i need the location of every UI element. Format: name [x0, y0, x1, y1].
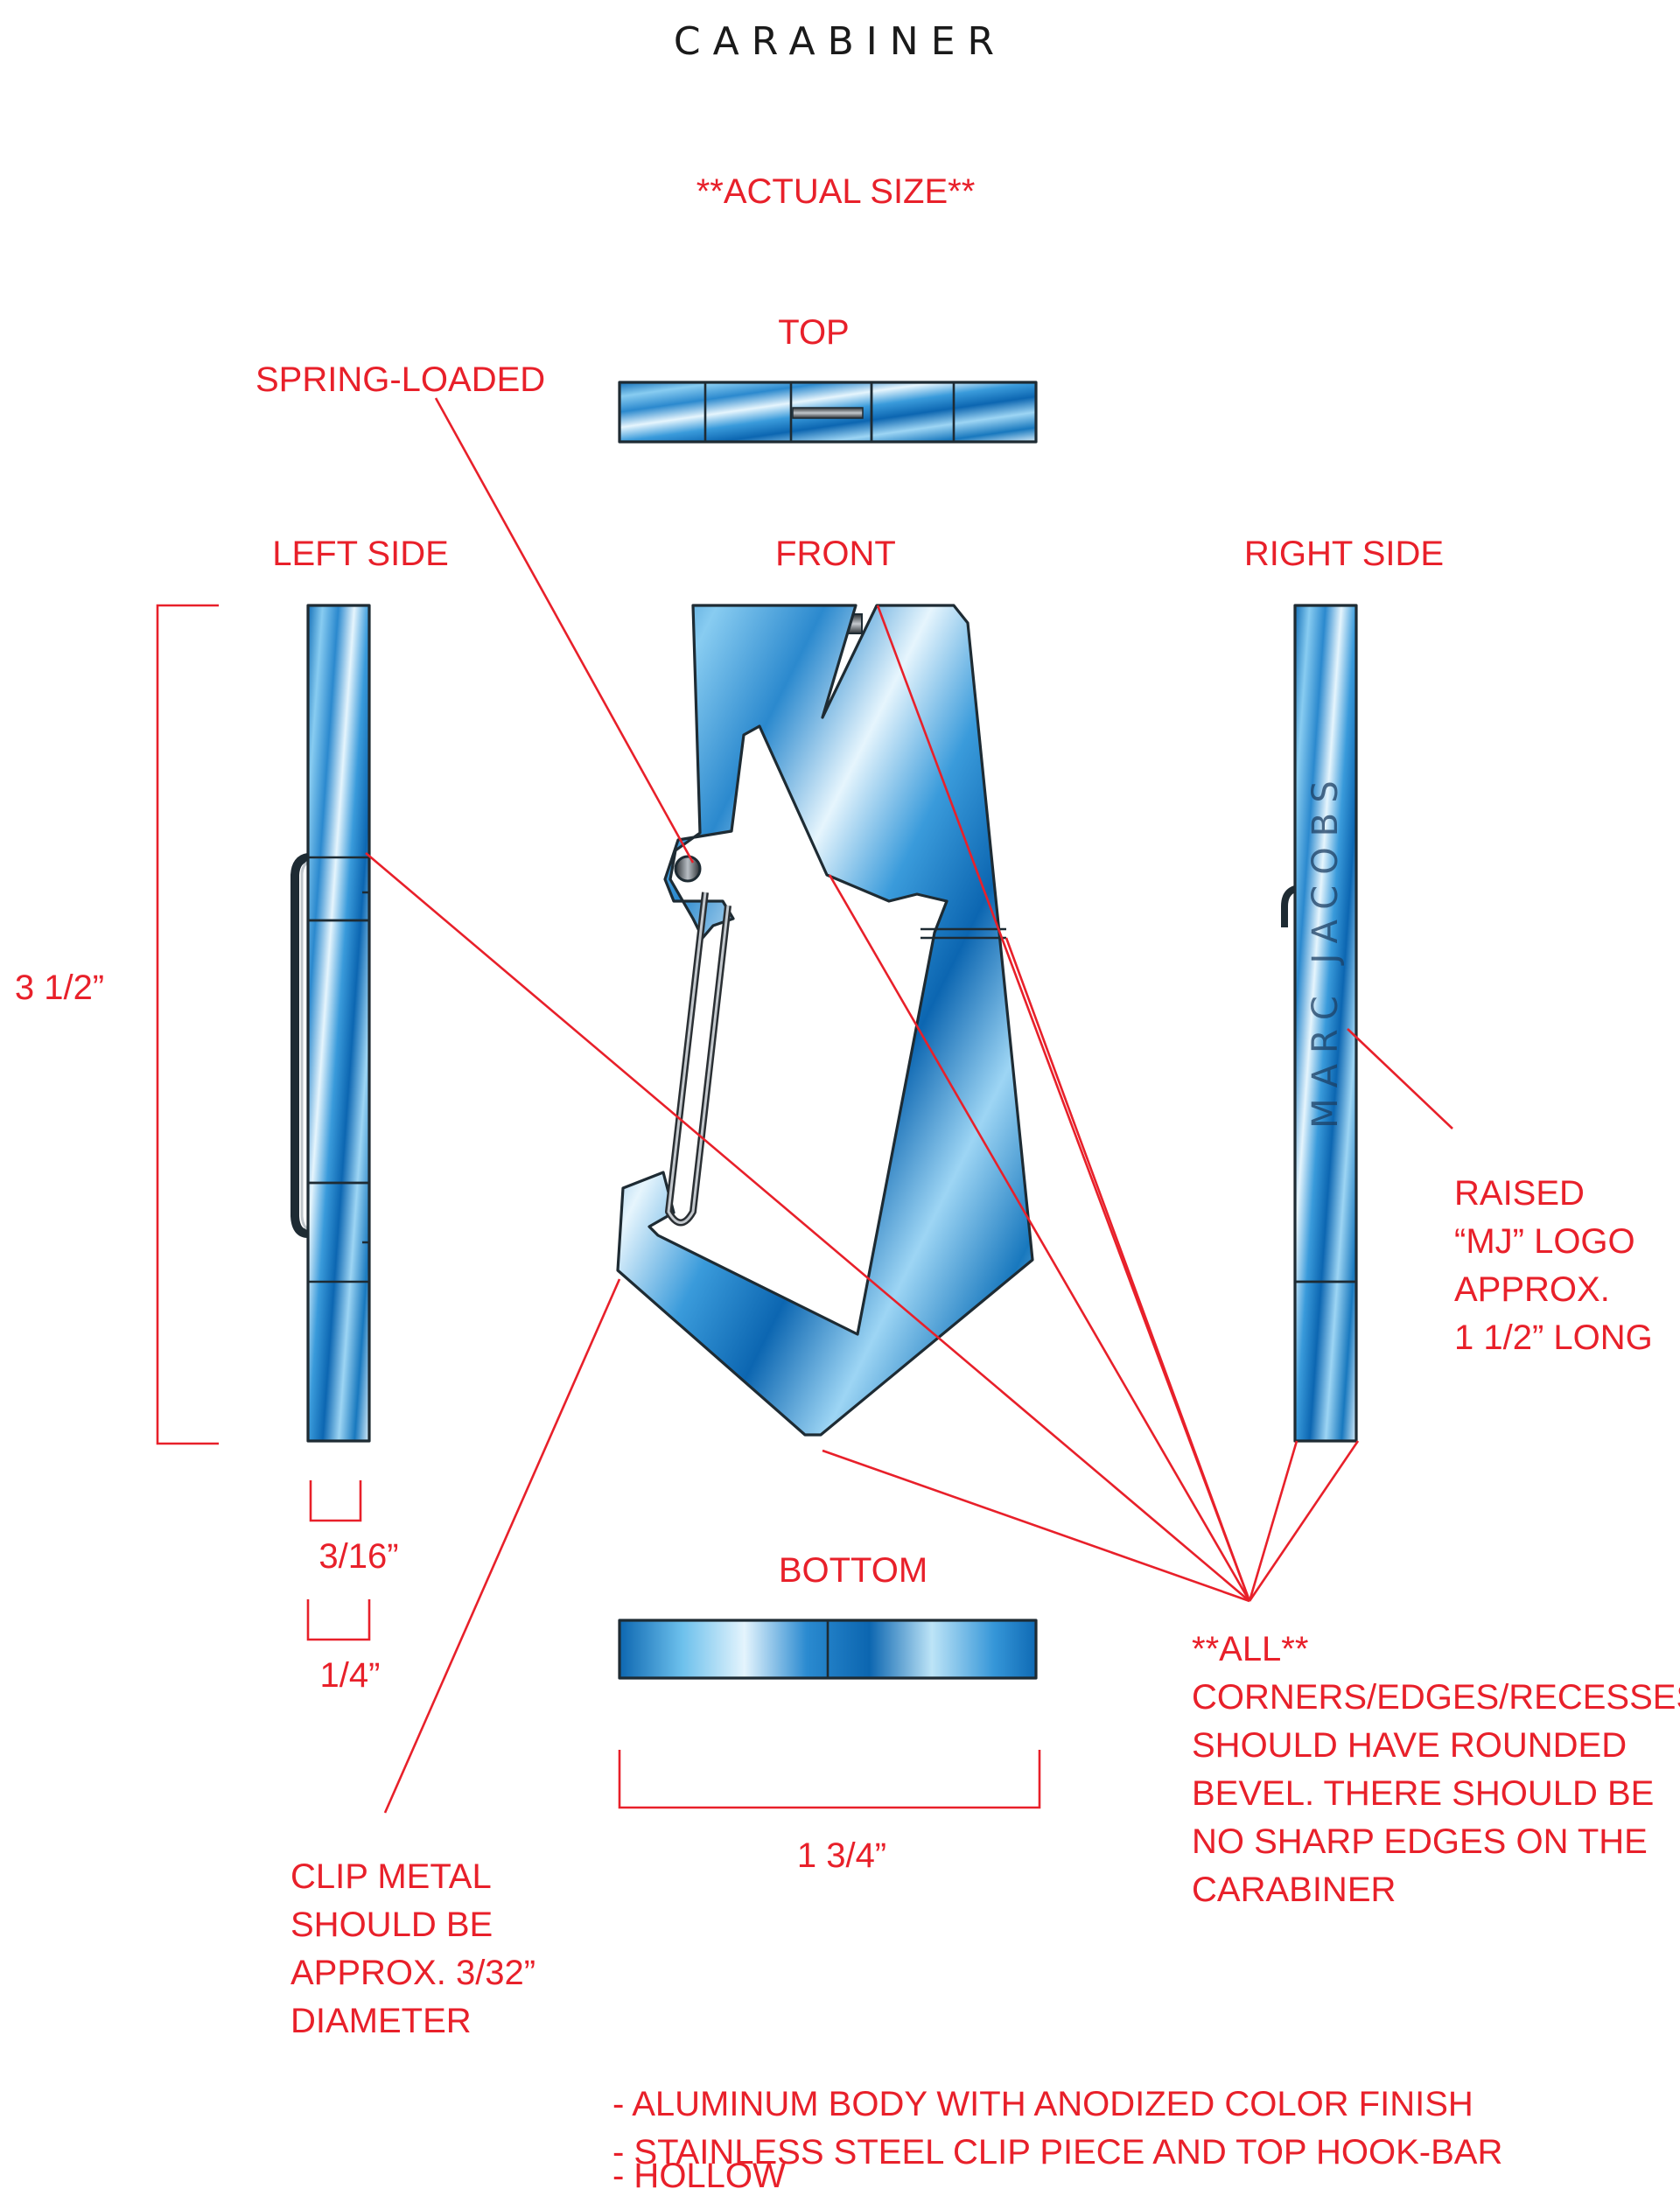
view-label-bottom: BOTTOM [779, 1551, 928, 1590]
height-dimension-bracket [156, 604, 219, 1445]
height-dimension-label: 3 1/2” [15, 969, 104, 1007]
left-side-view [290, 604, 371, 1443]
width-dimension-bracket [618, 1750, 1041, 1809]
view-label-front: FRONT [775, 535, 896, 573]
marc-jacobs-logo: MARC JACOBS [1306, 770, 1346, 1129]
callout-clip-metal: CLIP METAL SHOULD BE APPROX. 3/32” DIAME… [290, 1857, 536, 2040]
top-view-bar [618, 381, 1038, 444]
spec-line-3: - HOLLOW [612, 2157, 786, 2189]
callout-all-corners-line-6: CARABINER [1192, 1871, 1396, 1909]
callout-clip-metal-line-4: DIAMETER [290, 2002, 472, 2040]
callout-raised-logo-line-3: APPROX. [1454, 1270, 1610, 1309]
right-side-view: MARC JACOBS [1281, 604, 1358, 1443]
view-label-left-side: LEFT SIDE [272, 535, 449, 573]
callout-all-corners: **ALL** CORNERS/EDGES/RECESSES SHOULD HA… [1192, 1630, 1680, 1909]
leader-lines [365, 397, 1453, 1814]
callout-all-corners-line-3: SHOULD HAVE ROUNDED [1192, 1726, 1627, 1765]
spec-line-1: - ALUMINUM BODY WITH ANODIZED COLOR FINI… [612, 2085, 1474, 2123]
callout-clip-metal-line-1: CLIP METAL [290, 1857, 492, 1896]
spec-line-2: - STAINLESS STEEL CLIP PIECE AND TOP HOO… [612, 2133, 1502, 2172]
callout-clip-metal-line-3: APPROX. 3/32” [290, 1954, 536, 1992]
callout-all-corners-line-5: NO SHARP EDGES ON THE [1192, 1822, 1648, 1861]
front-view-carabiner [616, 604, 1034, 1437]
bottom-view-bar [618, 1619, 1038, 1680]
actual-size-label: **ACTUAL SIZE** [696, 172, 976, 211]
view-label-top: TOP [778, 313, 850, 352]
thickness-label-b: 1/4” [320, 1656, 381, 1695]
width-dimension-label: 1 3/4” [797, 1836, 886, 1875]
callout-all-corners-line-4: BEVEL. THERE SHOULD BE [1192, 1774, 1654, 1813]
thickness-bracket-b [306, 1599, 371, 1641]
material-specs: - ALUMINUM BODY WITH ANODIZED COLOR FINI… [612, 2085, 1502, 2189]
callout-raised-logo-line-1: RAISED [1454, 1174, 1585, 1213]
callout-clip-metal-line-2: SHOULD BE [290, 1906, 493, 1944]
callout-raised-logo-line-2: “MJ” LOGO [1454, 1222, 1635, 1261]
thickness-bracket-a [309, 1480, 362, 1522]
callout-raised-logo: RAISED “MJ” LOGO APPROX. 1 1/2” LONG [1454, 1174, 1653, 1357]
callout-all-corners-line-2: CORNERS/EDGES/RECESSES [1192, 1678, 1680, 1717]
thickness-label-a: 3/16” [318, 1537, 398, 1576]
view-label-right-side: RIGHT SIDE [1244, 535, 1444, 573]
callout-raised-logo-line-4: 1 1/2” LONG [1454, 1318, 1653, 1357]
page-title: CARABINER [674, 19, 1006, 64]
callout-spring-loaded: SPRING-LOADED [256, 360, 545, 399]
callout-all-corners-line-1: **ALL** [1192, 1630, 1308, 1668]
